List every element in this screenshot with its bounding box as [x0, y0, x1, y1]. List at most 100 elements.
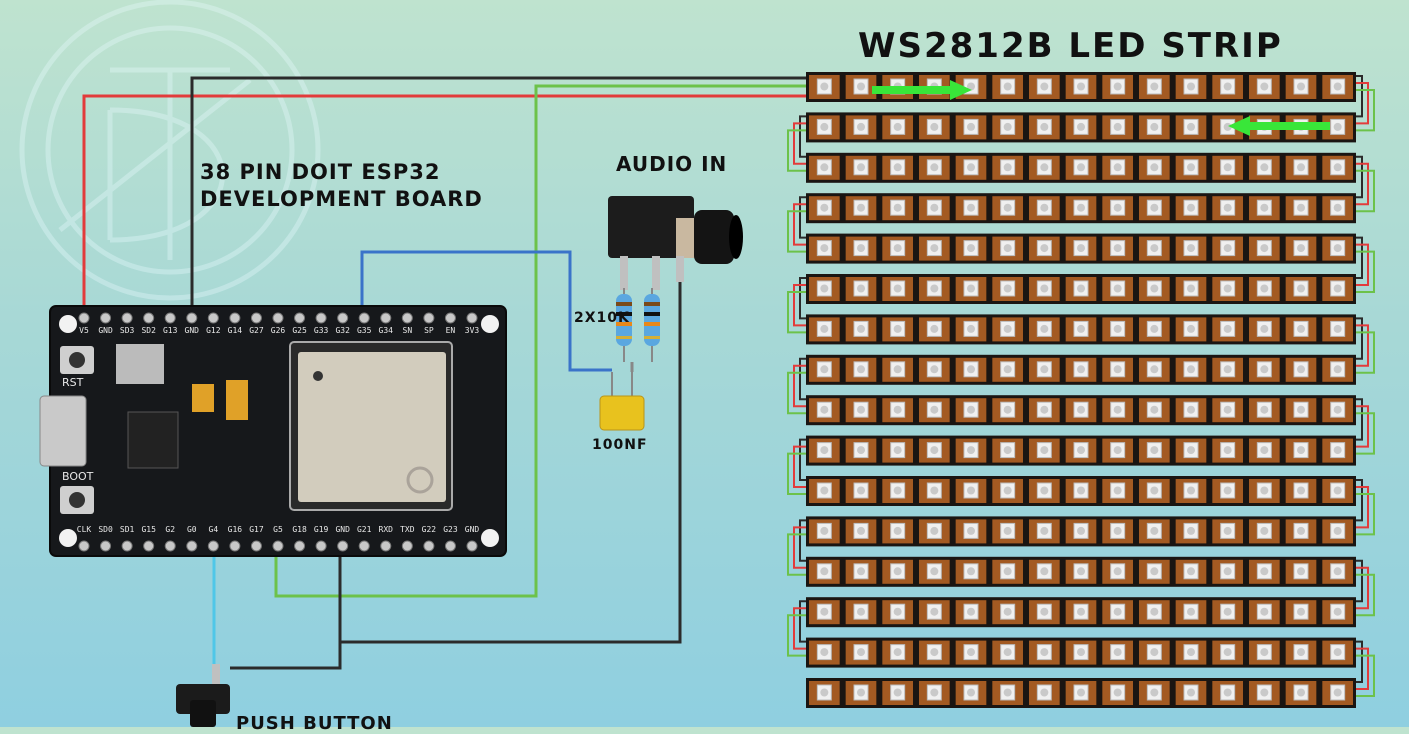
pin-label: GND: [335, 525, 350, 534]
header-pin: [186, 312, 198, 324]
header-pin: [315, 540, 327, 552]
header-pin: [380, 312, 392, 324]
pin-label: G12: [206, 326, 221, 335]
header-pin: [272, 540, 284, 552]
header-pin: [186, 540, 198, 552]
header-pin: [100, 312, 112, 324]
pin-label: G15: [141, 525, 156, 534]
pin-label: G18: [292, 525, 307, 534]
pin-label: SP: [424, 326, 434, 335]
header-pin: [143, 312, 155, 324]
pin-label: G32: [335, 326, 350, 335]
header-pin: [164, 312, 176, 324]
esp-wroom-module: [298, 352, 446, 502]
pin-label: G22: [422, 525, 437, 534]
board-label-line1: 38 PIN DOIT ESP32: [200, 160, 441, 184]
pin-label: SD0: [98, 525, 113, 534]
pin-label: G25: [292, 326, 307, 335]
header-pin: [444, 312, 456, 324]
pin-label: GND: [465, 525, 480, 534]
capacitor: [599, 372, 645, 431]
pin-label: G17: [249, 525, 264, 534]
pin-label: G26: [271, 326, 286, 335]
watermark-logo: [19, 0, 321, 301]
pin-label: SN: [403, 326, 413, 335]
header-pin: [423, 540, 435, 552]
pin-label: G4: [209, 525, 219, 534]
pin-label: G34: [379, 326, 394, 335]
header-pin: [250, 540, 262, 552]
header-pin: [423, 312, 435, 324]
diagram-title: WS2812B LED STRIP: [858, 26, 1283, 66]
direction-arrow-right: [872, 80, 972, 100]
header-pin: [78, 540, 90, 552]
push-button: [176, 664, 230, 727]
pin-label: G16: [228, 525, 243, 534]
pin-label: SD3: [120, 326, 135, 335]
wire-audio: [360, 250, 612, 372]
header-pin: [444, 540, 456, 552]
boot-label: BOOT: [62, 470, 94, 483]
push-button-label: PUSH BUTTON: [236, 713, 393, 734]
pin-label: G14: [228, 326, 243, 335]
led-matrix: [787, 72, 1375, 708]
wire-5v: [82, 94, 806, 318]
pin-label: G23: [443, 525, 458, 534]
pin-label: G5: [273, 525, 283, 534]
header-pin: [229, 312, 241, 324]
pin-label: G13: [163, 326, 178, 335]
pin-label: G0: [187, 525, 197, 534]
usb-port: [39, 395, 87, 467]
header-pin: [121, 540, 133, 552]
pin-label: G2: [165, 525, 175, 534]
pin-label: TXD: [400, 525, 415, 534]
header-pin: [78, 312, 90, 324]
audio-in-label: AUDIO IN: [616, 152, 728, 176]
header-pin: [100, 540, 112, 552]
resistor-1: [616, 288, 632, 362]
pin-label: GND: [185, 326, 200, 335]
header-pin: [401, 540, 413, 552]
pin-label: V5: [79, 326, 89, 335]
header-pin: [121, 312, 133, 324]
header-pin: [272, 312, 284, 324]
wire-gnd-top: [190, 76, 806, 318]
header-pin: [143, 540, 155, 552]
pin-label: 3V3: [465, 326, 480, 335]
audio-jack: [608, 196, 743, 290]
pin-label: G19: [314, 525, 329, 534]
pin-label: SD2: [141, 326, 156, 335]
pin-label: SD1: [120, 525, 135, 534]
header-pin: [466, 540, 478, 552]
header-pin: [401, 312, 413, 324]
capacitor-label: 100NF: [592, 437, 648, 453]
direction-arrow-left: [1228, 116, 1330, 136]
wire-gnd-button: [230, 642, 342, 670]
header-pin: [315, 312, 327, 324]
header-pin: [294, 540, 306, 552]
header-pin: [164, 540, 176, 552]
header-pin: [466, 312, 478, 324]
wires: [82, 76, 806, 670]
pin-label: EN: [446, 326, 456, 335]
header-pin: [294, 312, 306, 324]
header-pin: [207, 312, 219, 324]
header-pin: [380, 540, 392, 552]
resistor-2: [644, 288, 660, 362]
pin-label: RXD: [379, 525, 394, 534]
header-pin: [358, 540, 370, 552]
bottom-header-pins: CLK SD0 SD1 G15 G2 G0 G4 G16 G17 G5 G18 G19 GND G21 RX…: [77, 525, 480, 552]
pin-label: G35: [357, 326, 372, 335]
rst-label: RST: [62, 376, 84, 389]
resistor-label: 2X10K: [574, 310, 630, 326]
board-label-line2: DEVELOPMENT BOARD: [200, 187, 483, 211]
pin-label: G33: [314, 326, 329, 335]
pin-label: G21: [357, 525, 372, 534]
header-pin: [207, 540, 219, 552]
pin-label: CLK: [77, 525, 92, 534]
header-pin: [358, 312, 370, 324]
wire-gnd-bottom: [338, 282, 682, 644]
